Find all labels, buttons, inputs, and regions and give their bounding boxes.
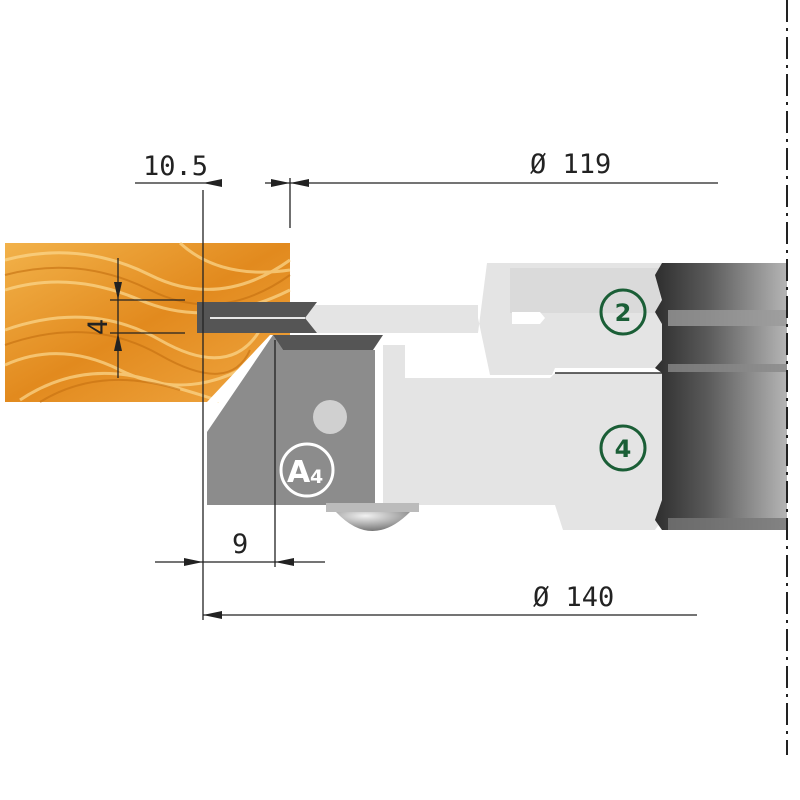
badge-letter: A	[287, 455, 311, 490]
part-label-2: 2	[615, 299, 632, 327]
dim-offset: 10.5	[143, 151, 208, 182]
screw-icon	[326, 503, 419, 531]
dim-width: 9	[232, 529, 248, 560]
badge-number: 4	[310, 466, 323, 488]
dim-depth: 4	[83, 319, 114, 335]
part-badge-4: 4	[599, 424, 647, 472]
dimension-lines	[110, 178, 718, 620]
dim-diameter-top: Ø 119	[530, 149, 611, 180]
part-badge-2: 2	[599, 288, 647, 336]
holder-screw-hole	[313, 400, 347, 434]
tool-body	[300, 263, 662, 530]
part-label-4: 4	[615, 435, 632, 463]
knife-blade	[197, 302, 383, 350]
dim-diameter-bottom: Ø 140	[533, 582, 614, 613]
tool-hub	[655, 263, 787, 530]
knife-type-badge: A 4	[279, 442, 335, 498]
